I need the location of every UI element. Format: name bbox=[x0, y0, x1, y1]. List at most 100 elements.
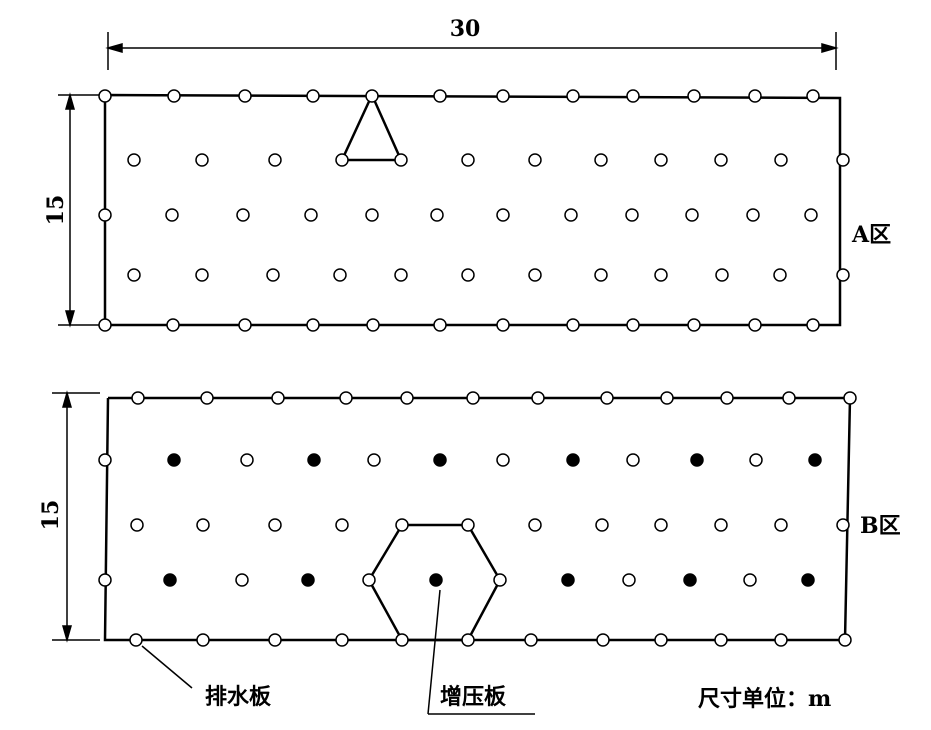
drain-board-point bbox=[528, 268, 542, 282]
dimension-lines bbox=[52, 32, 839, 643]
drain-board-point bbox=[127, 268, 141, 282]
drain-board-point bbox=[130, 518, 144, 532]
drain-board-point bbox=[433, 89, 447, 103]
zone-b-height-label: 15 bbox=[38, 500, 64, 531]
drain-board-point bbox=[493, 573, 507, 587]
triangle-layout bbox=[340, 91, 403, 162]
drain-board-point bbox=[714, 633, 728, 647]
pressurized-board-point bbox=[307, 453, 321, 467]
drain-board-point bbox=[687, 89, 701, 103]
drain-board-point bbox=[600, 391, 614, 405]
width-dimension-label: 30 bbox=[450, 16, 481, 42]
drain-board-point bbox=[240, 453, 254, 467]
drain-board-point bbox=[400, 391, 414, 405]
drain-board-point bbox=[200, 391, 214, 405]
drain-board-point bbox=[195, 268, 209, 282]
drain-board-point bbox=[496, 453, 510, 467]
drain-board-point bbox=[496, 318, 510, 332]
drain-board-point bbox=[196, 518, 210, 532]
drain-board-point bbox=[748, 89, 762, 103]
unit-label: 尺寸单位：m bbox=[698, 686, 831, 712]
drain-board-point bbox=[528, 153, 542, 167]
drain-board-point bbox=[166, 318, 180, 332]
drain-board-point bbox=[335, 153, 349, 167]
drain-board-point bbox=[98, 89, 112, 103]
zone-b-label: B区 bbox=[860, 513, 901, 539]
drain-board-point bbox=[566, 318, 580, 332]
pressurized-board-point bbox=[801, 573, 815, 587]
drain-board-point bbox=[165, 208, 179, 222]
drain-board-point bbox=[235, 573, 249, 587]
drain-board-point bbox=[626, 453, 640, 467]
drain-board-point bbox=[528, 518, 542, 532]
drain-board-point bbox=[196, 633, 210, 647]
drain-board-point bbox=[496, 208, 510, 222]
drain-board-point bbox=[564, 208, 578, 222]
drain-board-point bbox=[238, 89, 252, 103]
drain-board-point bbox=[306, 89, 320, 103]
drain-board-point bbox=[748, 318, 762, 332]
drain-board-label: 排水板 bbox=[205, 684, 272, 710]
drain-board-point bbox=[268, 153, 282, 167]
pressurized-board-point bbox=[561, 573, 575, 587]
drain-board-point bbox=[836, 268, 850, 282]
drain-board-point bbox=[714, 153, 728, 167]
drain-board-point bbox=[654, 153, 668, 167]
drain-board-point bbox=[335, 518, 349, 532]
drain-board-point bbox=[394, 268, 408, 282]
drain-board-point bbox=[626, 89, 640, 103]
pressurized-board-label: 增压板 bbox=[440, 684, 507, 710]
drain-board-point bbox=[306, 318, 320, 332]
drain-board-point bbox=[98, 573, 112, 587]
drain-board-point bbox=[774, 153, 788, 167]
drain-board-point bbox=[626, 318, 640, 332]
drain-board-point bbox=[461, 153, 475, 167]
pressurized-board-point bbox=[163, 573, 177, 587]
drain-board-point bbox=[433, 318, 447, 332]
drain-board-point bbox=[774, 633, 788, 647]
drain-board-point bbox=[98, 453, 112, 467]
drain-board-point bbox=[496, 89, 510, 103]
drain-board-point bbox=[806, 89, 820, 103]
drain-board-point bbox=[654, 268, 668, 282]
drain-board-point bbox=[266, 268, 280, 282]
drain-board-point bbox=[838, 633, 852, 647]
drain-board-point bbox=[596, 633, 610, 647]
drain-board-point bbox=[714, 518, 728, 532]
drain-board-point bbox=[654, 518, 668, 532]
drain-board-point bbox=[461, 633, 475, 647]
drain-board-point bbox=[268, 518, 282, 532]
drain-board-point bbox=[394, 153, 408, 167]
drain-board-callout-line bbox=[141, 645, 193, 689]
pressurized-board-point bbox=[683, 573, 697, 587]
drain-board-point bbox=[773, 268, 787, 282]
drain-board-point bbox=[749, 453, 763, 467]
drain-board-point bbox=[715, 268, 729, 282]
zone-a bbox=[103, 91, 842, 327]
drain-board-point bbox=[687, 318, 701, 332]
drain-board-point bbox=[167, 89, 181, 103]
zone-b bbox=[103, 396, 852, 642]
drain-board-point bbox=[131, 391, 145, 405]
zone-a-label: A区 bbox=[851, 222, 891, 248]
drain-board-point bbox=[594, 153, 608, 167]
drain-board-point bbox=[271, 391, 285, 405]
drain-board-point bbox=[461, 268, 475, 282]
drain-board-point bbox=[806, 318, 820, 332]
drain-board-point bbox=[625, 208, 639, 222]
drain-board-point bbox=[743, 573, 757, 587]
drain-board-point bbox=[836, 153, 850, 167]
drain-board-point bbox=[531, 391, 545, 405]
drain-board-point bbox=[129, 633, 143, 647]
pressurized-board-point bbox=[433, 453, 447, 467]
drain-board-point bbox=[804, 208, 818, 222]
drain-board-point bbox=[395, 518, 409, 532]
drain-board-point bbox=[595, 518, 609, 532]
drain-board-point bbox=[746, 208, 760, 222]
board-points bbox=[98, 89, 857, 647]
zone-a-height-label: 15 bbox=[43, 195, 69, 226]
drain-board-point bbox=[594, 268, 608, 282]
drain-board-point bbox=[268, 633, 282, 647]
pressurized-board-point bbox=[301, 573, 315, 587]
